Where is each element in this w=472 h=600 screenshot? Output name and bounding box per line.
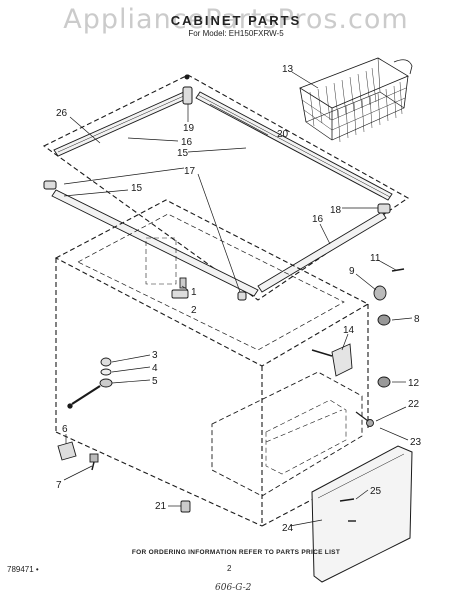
thermostat-part [331,343,353,377]
compressor-compartment-inner [265,399,347,475]
callout-24: 24 [282,523,294,534]
lid-outline [42,74,410,301]
lid-corner-right-part [377,203,391,214]
thermostat-knob-shaft [311,349,333,357]
cabinet-front-bottom-edge [55,431,263,527]
callout-6: 6 [62,424,68,435]
lid-assembly [42,74,410,301]
callout-15b: 15 [131,183,143,194]
grommet-8-part [377,314,391,326]
screw-22-shaft [355,411,369,422]
basket-top-rim [299,57,409,109]
small-parts [57,268,405,522]
cabinet-drain-panel [145,237,177,285]
drain-tube-end [67,403,73,409]
site-watermark: AppliancePartsPros.com [63,4,409,35]
callout-4: 4 [152,363,158,374]
callout-16a: 16 [181,137,193,148]
callout-7: 7 [56,480,62,491]
lid-hinge-top-part [182,86,193,105]
drain-plug-part [100,357,112,367]
screw-25-part [339,498,355,502]
callout-5: 5 [152,376,158,387]
basket-edge [403,75,409,109]
document-number: 789471 • [7,565,39,574]
callout-8: 8 [414,314,420,325]
callout-3: 3 [152,350,158,361]
screw-11-part [391,268,405,272]
lid-corner-left-part [43,180,57,190]
cabinet-top-opening [54,199,370,367]
cabinet-inner-well [77,213,345,351]
leader-lines [63,71,413,527]
callout-13: 13 [282,64,294,75]
drain-tube [71,385,101,405]
compressor-compartment [211,371,363,497]
leveler-7-part [89,453,99,463]
callout-9: 9 [349,266,355,277]
basket-edge [377,57,381,93]
callout-25: 25 [370,486,382,497]
cover-inner-edge [317,453,405,499]
lid-trim-inner-line-2 [197,94,391,198]
ordering-info-note: FOR ORDERING INFORMATION REFER TO PARTS … [131,549,341,556]
callout-19: 19 [183,123,195,134]
callout-15a: 15 [177,148,189,159]
page-number: 2 [227,564,232,573]
lid-screw [184,74,190,80]
callout-23: 23 [410,437,422,448]
clip-21-part [180,500,191,513]
foot-6-part [57,441,77,461]
grommet-9-part [373,285,387,301]
basket-handle [393,59,413,75]
diagram-title: CABINET PARTS [170,13,302,28]
handwritten-note: 606-G-2 [215,583,252,593]
compressor-access-cover [311,445,413,583]
screw-22-part [366,419,374,427]
lid-bottom-bumper-part [237,291,247,301]
callout-1: 1 [191,287,197,298]
grommet-12-part [377,376,391,388]
lid-trim-front-left [51,189,259,297]
callout-20: 20 [277,129,289,140]
basket-edge [299,87,307,123]
drain-nut-part [99,378,113,388]
compressor-cover-bracket [265,409,343,443]
callout-11: 11 [370,253,381,264]
wire-basket [299,57,413,143]
callout-17: 17 [184,166,196,177]
lock-bracket-part [179,277,187,289]
callout-18: 18 [330,205,342,216]
basket-wire-mesh [301,67,407,143]
callout-numbers: 26 13 19 16 20 15 17 15 18 16 11 9 1 2 8… [56,64,422,534]
lock-part [171,289,189,299]
callout-21: 21 [155,501,167,512]
callout-26: 26 [56,108,68,119]
callout-12: 12 [408,378,420,389]
callout-16b: 16 [312,214,324,225]
model-subtitle: For Model: EH150FXRW-5 [188,29,284,38]
callout-14: 14 [343,325,355,336]
callout-22: 22 [408,399,420,410]
callout-2: 2 [191,305,197,316]
lid-trim-inner-line [57,94,187,153]
drain-washer-part [100,368,112,376]
leveler-7-stem [91,461,95,471]
